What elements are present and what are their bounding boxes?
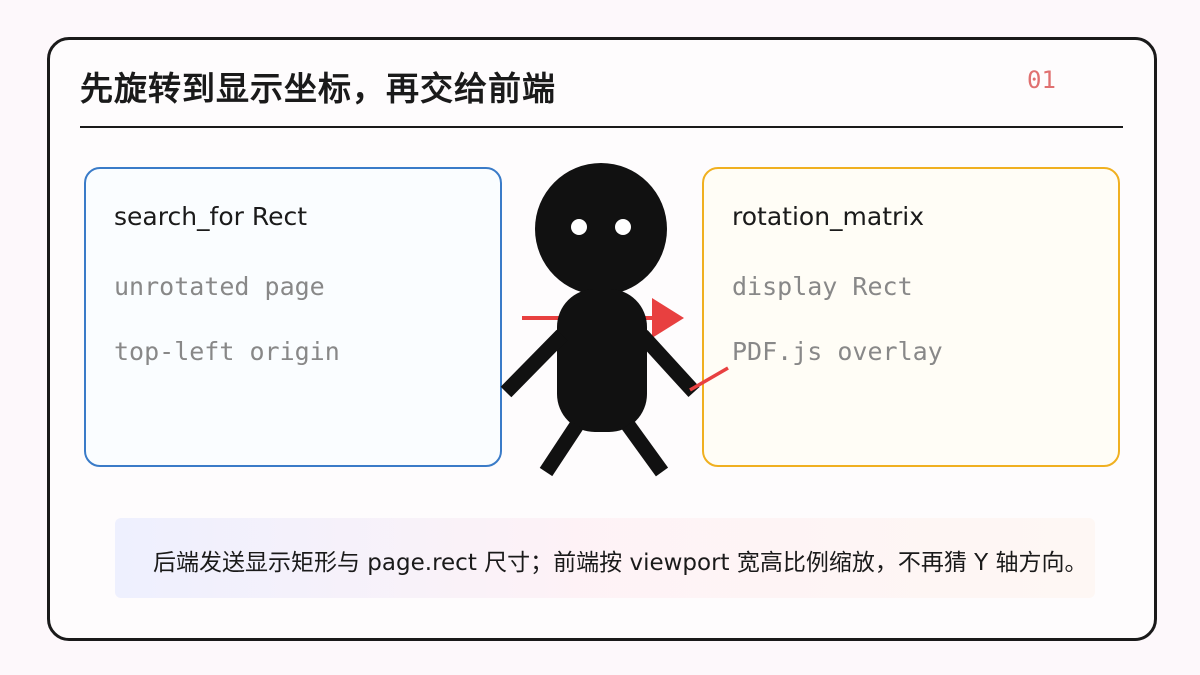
- card-line-unrotated-page: unrotated page: [114, 272, 325, 301]
- card-line-pdfjs-overlay: PDF.js overlay: [732, 337, 943, 366]
- card-rotation-matrix: rotation_matrix display Rect PDF.js over…: [702, 167, 1120, 467]
- slide-title: 先旋转到显示坐标，再交给前端: [80, 69, 556, 108]
- slide-frame: 先旋转到显示坐标，再交给前端 01 search_for Rect unrota…: [47, 37, 1157, 641]
- card-search-for-rect: search_for Rect unrotated page top-left …: [84, 167, 502, 467]
- slide-number: 01: [1027, 66, 1056, 94]
- card-line-display-rect: display Rect: [732, 272, 913, 301]
- stick-figure-icon: [500, 163, 700, 477]
- card-heading: rotation_matrix: [732, 202, 925, 231]
- card-heading: search_for Rect: [114, 202, 308, 231]
- card-line-top-left-origin: top-left origin: [114, 337, 340, 366]
- flow-arrow-head: [652, 298, 684, 338]
- title-divider: [80, 126, 1123, 128]
- note-highlight: [115, 518, 1095, 598]
- footnote-text: 后端发送显示矩形与 page.rect 尺寸；前端按 viewport 宽高比例…: [153, 550, 1088, 576]
